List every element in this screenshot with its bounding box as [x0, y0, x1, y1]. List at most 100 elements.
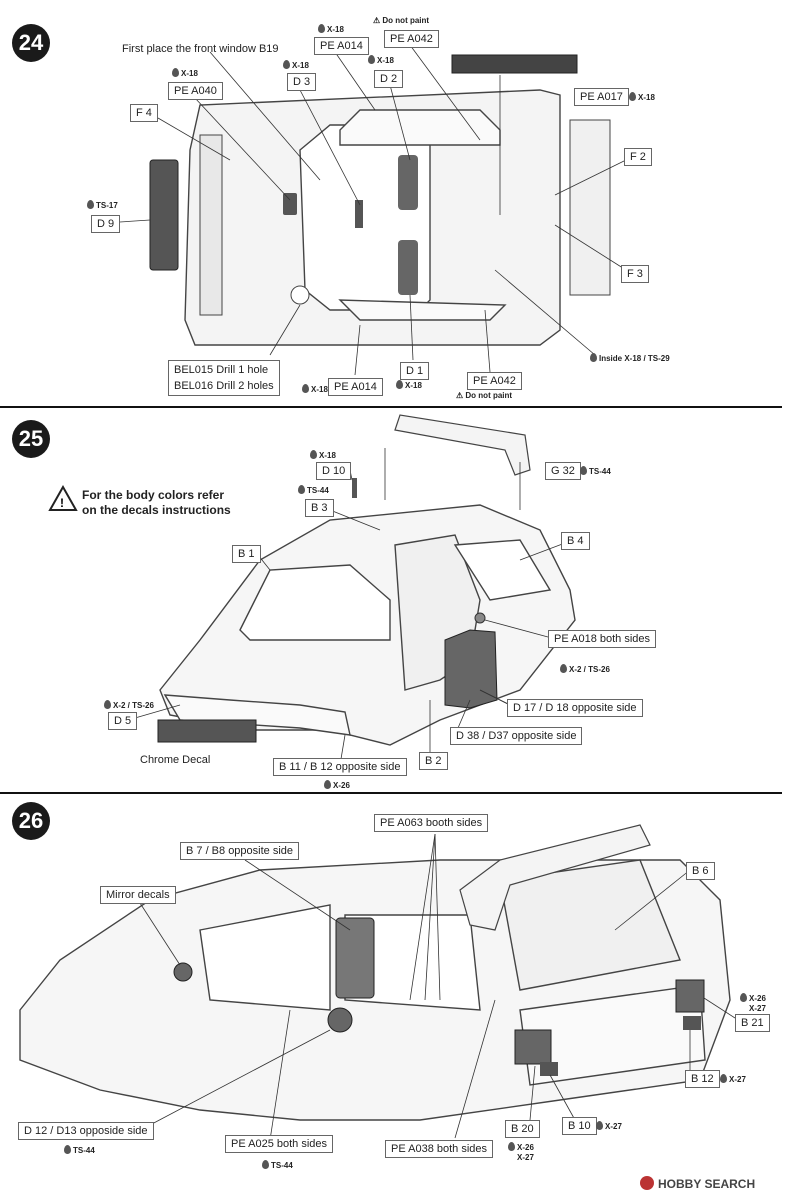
paint-drop-icon: [172, 68, 179, 77]
paint-drop-icon: [396, 380, 403, 389]
warning-triangle-icon: [48, 484, 78, 511]
paint-drop-icon: [324, 780, 331, 789]
chrome-decal-label: Chrome Decal: [140, 754, 211, 766]
paint-drop-icon: [508, 1142, 515, 1151]
paint-d3: X-18: [283, 60, 309, 71]
car-3q-rear-view: [19, 859, 731, 1121]
car-top-view: [184, 89, 561, 346]
paint-drop-icon: [318, 24, 325, 33]
part-label-d12: D 12 / D13 opposide side: [18, 1122, 154, 1140]
car-3q-front-view: [159, 504, 576, 746]
part-d5-grille: [157, 719, 257, 743]
part-b7-window: [335, 917, 375, 999]
paint-d10: X-18: [310, 450, 336, 461]
paint-drop-icon: [310, 450, 317, 459]
paint-pea025: TS-44: [262, 1160, 293, 1171]
paint-drop-icon: [283, 60, 290, 69]
body-color-note: For the body colors refer on the decals …: [82, 488, 231, 517]
paint-pea018: X-2 / TS-26: [560, 664, 610, 675]
paint-drop-icon: [560, 664, 567, 673]
divider-25-26: [0, 792, 782, 794]
part-label-pea018: PE A018 both sides: [548, 630, 657, 648]
part-label-pea025: PE A025 both sides: [225, 1135, 334, 1153]
warning-do-not-paint-top: ⚠ Do not paint: [373, 16, 430, 25]
part-label-pea042-bottom: PE A042: [467, 372, 522, 390]
part-b21: [675, 979, 705, 1013]
step24-instruction: First place the front window B19: [122, 43, 279, 55]
paint-drop-icon: [590, 353, 597, 362]
paint-b10: X-27: [596, 1121, 622, 1132]
part-label-f2: F 2: [624, 148, 652, 166]
part-label-b21: B 21: [735, 1014, 770, 1032]
paint-drop-icon: [720, 1074, 727, 1083]
step-number-25: 25: [12, 420, 50, 458]
paint-drop-icon: [629, 92, 636, 101]
drill-note-2: BEL016 Drill 2 holes: [174, 380, 274, 392]
part-b6-wing: [459, 824, 651, 931]
part-d38: [444, 629, 498, 709]
paint-g32: TS-44: [580, 466, 611, 477]
part-label-pea063: PE A063 booth sides: [374, 814, 489, 832]
part-label-pea040: PE A040: [168, 82, 223, 100]
paint-pea014-top: X-18: [318, 24, 344, 35]
part-d10-antenna: [352, 478, 357, 498]
part-pea018: [474, 612, 486, 624]
part-b12: [683, 1016, 701, 1030]
drill-hole: [290, 285, 310, 305]
part-label-b2: B 2: [419, 752, 448, 770]
part-label-d17: D 17 / D 18 opposite side: [507, 699, 643, 717]
part-label-b6: B 6: [686, 862, 715, 880]
watermark-logo-icon: [640, 1176, 654, 1190]
part-label-b10: B 10: [562, 1117, 597, 1135]
part-label-b20: B 20: [505, 1120, 540, 1138]
paint-drop-icon: [104, 700, 111, 709]
paint-d2: X-18: [368, 55, 394, 66]
paint-drop-icon: [87, 200, 94, 209]
step-number-26: 26: [12, 802, 50, 840]
part-d3: [283, 193, 297, 215]
paint-drop-icon: [64, 1145, 71, 1154]
paint-drop-icon: [596, 1121, 603, 1130]
part-label-b4: B 4: [561, 532, 590, 550]
paint-b11: X-26: [324, 780, 350, 791]
part-label-g32: G 32: [545, 462, 581, 480]
divider-24-25: [0, 406, 782, 408]
part-label-pea038: PE A038 both sides: [385, 1140, 494, 1158]
warning-do-not-paint-bottom: ⚠ Do not paint: [456, 391, 513, 400]
part-label-f4: F 4: [130, 104, 158, 122]
part-label-pea042-top: PE A042: [384, 30, 439, 48]
paint-drop-icon: [298, 485, 305, 494]
part-g32-wing: [394, 414, 531, 476]
part-d9-grille: [149, 159, 179, 271]
rear-wing-side: [569, 119, 611, 296]
part-label-pea014-top: PE A014: [314, 37, 369, 55]
part-label-d38: D 38 / D37 opposite side: [450, 727, 583, 745]
part-label-mirror: Mirror decals: [100, 886, 176, 904]
part-label-d3: D 3: [287, 73, 317, 91]
svg-text:!: !: [60, 496, 64, 510]
part-d12-mirror: [327, 1007, 353, 1033]
part-label-d9: D 9: [91, 215, 121, 233]
step-number-24: 24: [12, 24, 50, 62]
part-label-b11: B 11 / B 12 opposite side: [273, 758, 407, 776]
part-label-b1: B 1: [232, 545, 261, 563]
paint-drop-icon: [740, 993, 747, 1002]
part-label-d5: D 5: [108, 712, 138, 730]
part-b10: [540, 1062, 558, 1076]
paint-pea014-bottom: X-18: [302, 384, 328, 395]
paint-b3: TS-44: [298, 485, 329, 496]
paint-drop-icon: [580, 466, 587, 475]
part-label-d2: D 2: [374, 70, 404, 88]
paint-drop-icon: [302, 384, 309, 393]
part-label-b3: B 3: [305, 499, 334, 517]
paint-d5: X-2 / TS-26: [104, 700, 154, 711]
paint-b12: X-27: [720, 1074, 746, 1085]
part-d1: [398, 240, 418, 295]
drill-note: BEL015 Drill 1 hole BEL016 Drill 2 holes: [168, 360, 280, 396]
part-label-f3: F 3: [621, 265, 649, 283]
part-label-b7: B 7 / B8 opposite side: [180, 842, 300, 860]
